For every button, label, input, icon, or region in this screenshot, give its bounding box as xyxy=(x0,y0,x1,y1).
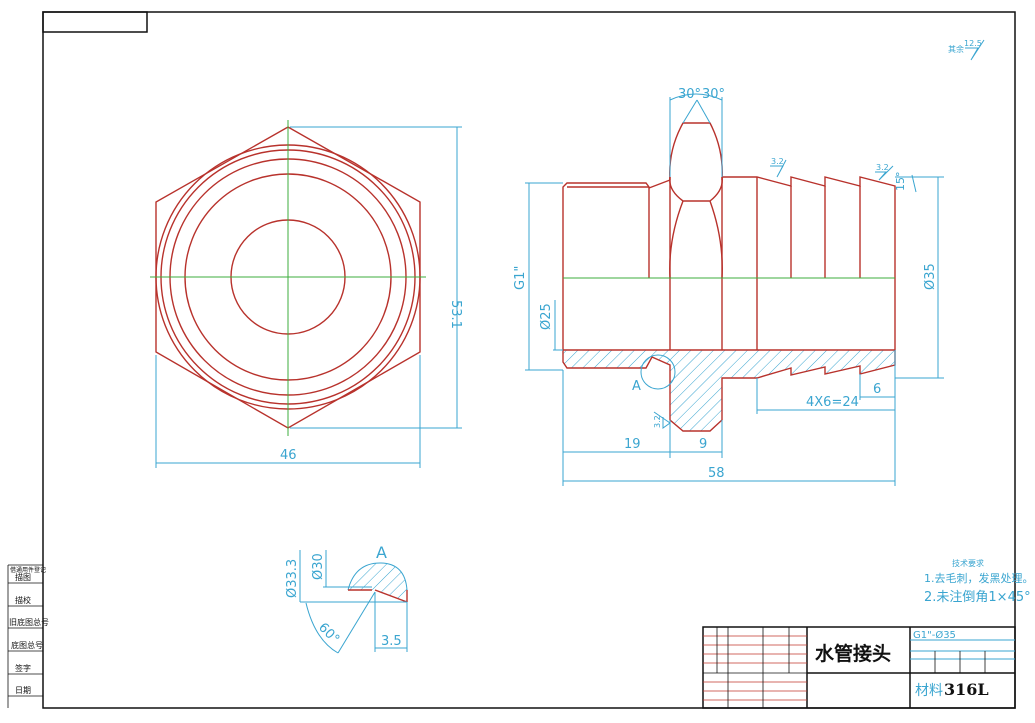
svg-text:6: 6 xyxy=(873,382,881,397)
material-label: 材料 xyxy=(915,683,943,699)
svg-text:Ø35: Ø35 xyxy=(923,263,938,290)
part-name: 水管接头 xyxy=(815,642,891,665)
drawing-frame xyxy=(8,11,1016,709)
svg-text:9: 9 xyxy=(699,437,707,452)
svg-text:G1": G1" xyxy=(513,266,528,290)
svg-text:53.1: 53.1 xyxy=(448,300,463,329)
left-label: 借通用件登记 xyxy=(10,566,46,574)
svg-text:30°: 30° xyxy=(702,87,725,102)
svg-text:Ø33.3: Ø33.3 xyxy=(285,559,300,598)
svg-text:46: 46 xyxy=(280,448,297,463)
svg-text:A: A xyxy=(632,379,641,394)
side-section-view: A 30° 30° 3.2 3.2 3.2 15° Ø35 G1" Ø25 xyxy=(513,87,944,486)
left-label: 底图总号 xyxy=(11,640,43,650)
roughness-note: 其余 12.5 xyxy=(948,39,985,61)
svg-text:4X6=24: 4X6=24 xyxy=(806,395,859,410)
left-column: 借通用件登记 描图 描校 旧底图总号 底图总号 签字 日期 xyxy=(7,565,49,708)
svg-text:Ø30: Ø30 xyxy=(311,553,326,580)
svg-text:58: 58 xyxy=(708,466,725,481)
svg-text:12.5: 12.5 xyxy=(964,39,982,48)
left-label: 旧底图总号 xyxy=(9,617,49,627)
svg-text:1.去毛刺，发黑处理。: 1.去毛刺，发黑处理。 xyxy=(924,571,1034,585)
svg-text:60°: 60° xyxy=(315,620,342,647)
material-value: 316L xyxy=(944,680,989,699)
svg-text:其余: 其余 xyxy=(948,44,964,54)
svg-text:30°: 30° xyxy=(678,87,701,102)
svg-text:19: 19 xyxy=(624,437,641,452)
svg-text:Ø25: Ø25 xyxy=(539,303,554,330)
left-label: 描图 xyxy=(15,572,31,582)
svg-text:3.5: 3.5 xyxy=(381,634,402,649)
svg-text:技术要求: 技术要求 xyxy=(952,558,984,568)
svg-text:2.未注倒角1×45°: 2.未注倒角1×45° xyxy=(924,590,1031,605)
svg-text:15°: 15° xyxy=(894,172,907,192)
left-label: 描校 xyxy=(15,595,31,605)
svg-text:3.2: 3.2 xyxy=(876,163,889,172)
left-label: 日期 xyxy=(15,686,31,695)
hex-end-view: 46 53.1 xyxy=(150,120,463,468)
detail-a-view: A Ø33.3 Ø30 60° 3.5 xyxy=(285,543,408,654)
title-block: 水管接头 G1"-Ø35 材料 316L xyxy=(702,626,1016,709)
svg-text:3.2: 3.2 xyxy=(653,415,662,428)
svg-text:A: A xyxy=(376,543,387,562)
part-spec: G1"-Ø35 xyxy=(913,629,956,641)
left-label: 签字 xyxy=(15,663,31,673)
technical-requirements: 技术要求 1.去毛刺，发黑处理。 2.未注倒角1×45° xyxy=(924,558,1034,605)
svg-text:3.2: 3.2 xyxy=(771,157,784,166)
